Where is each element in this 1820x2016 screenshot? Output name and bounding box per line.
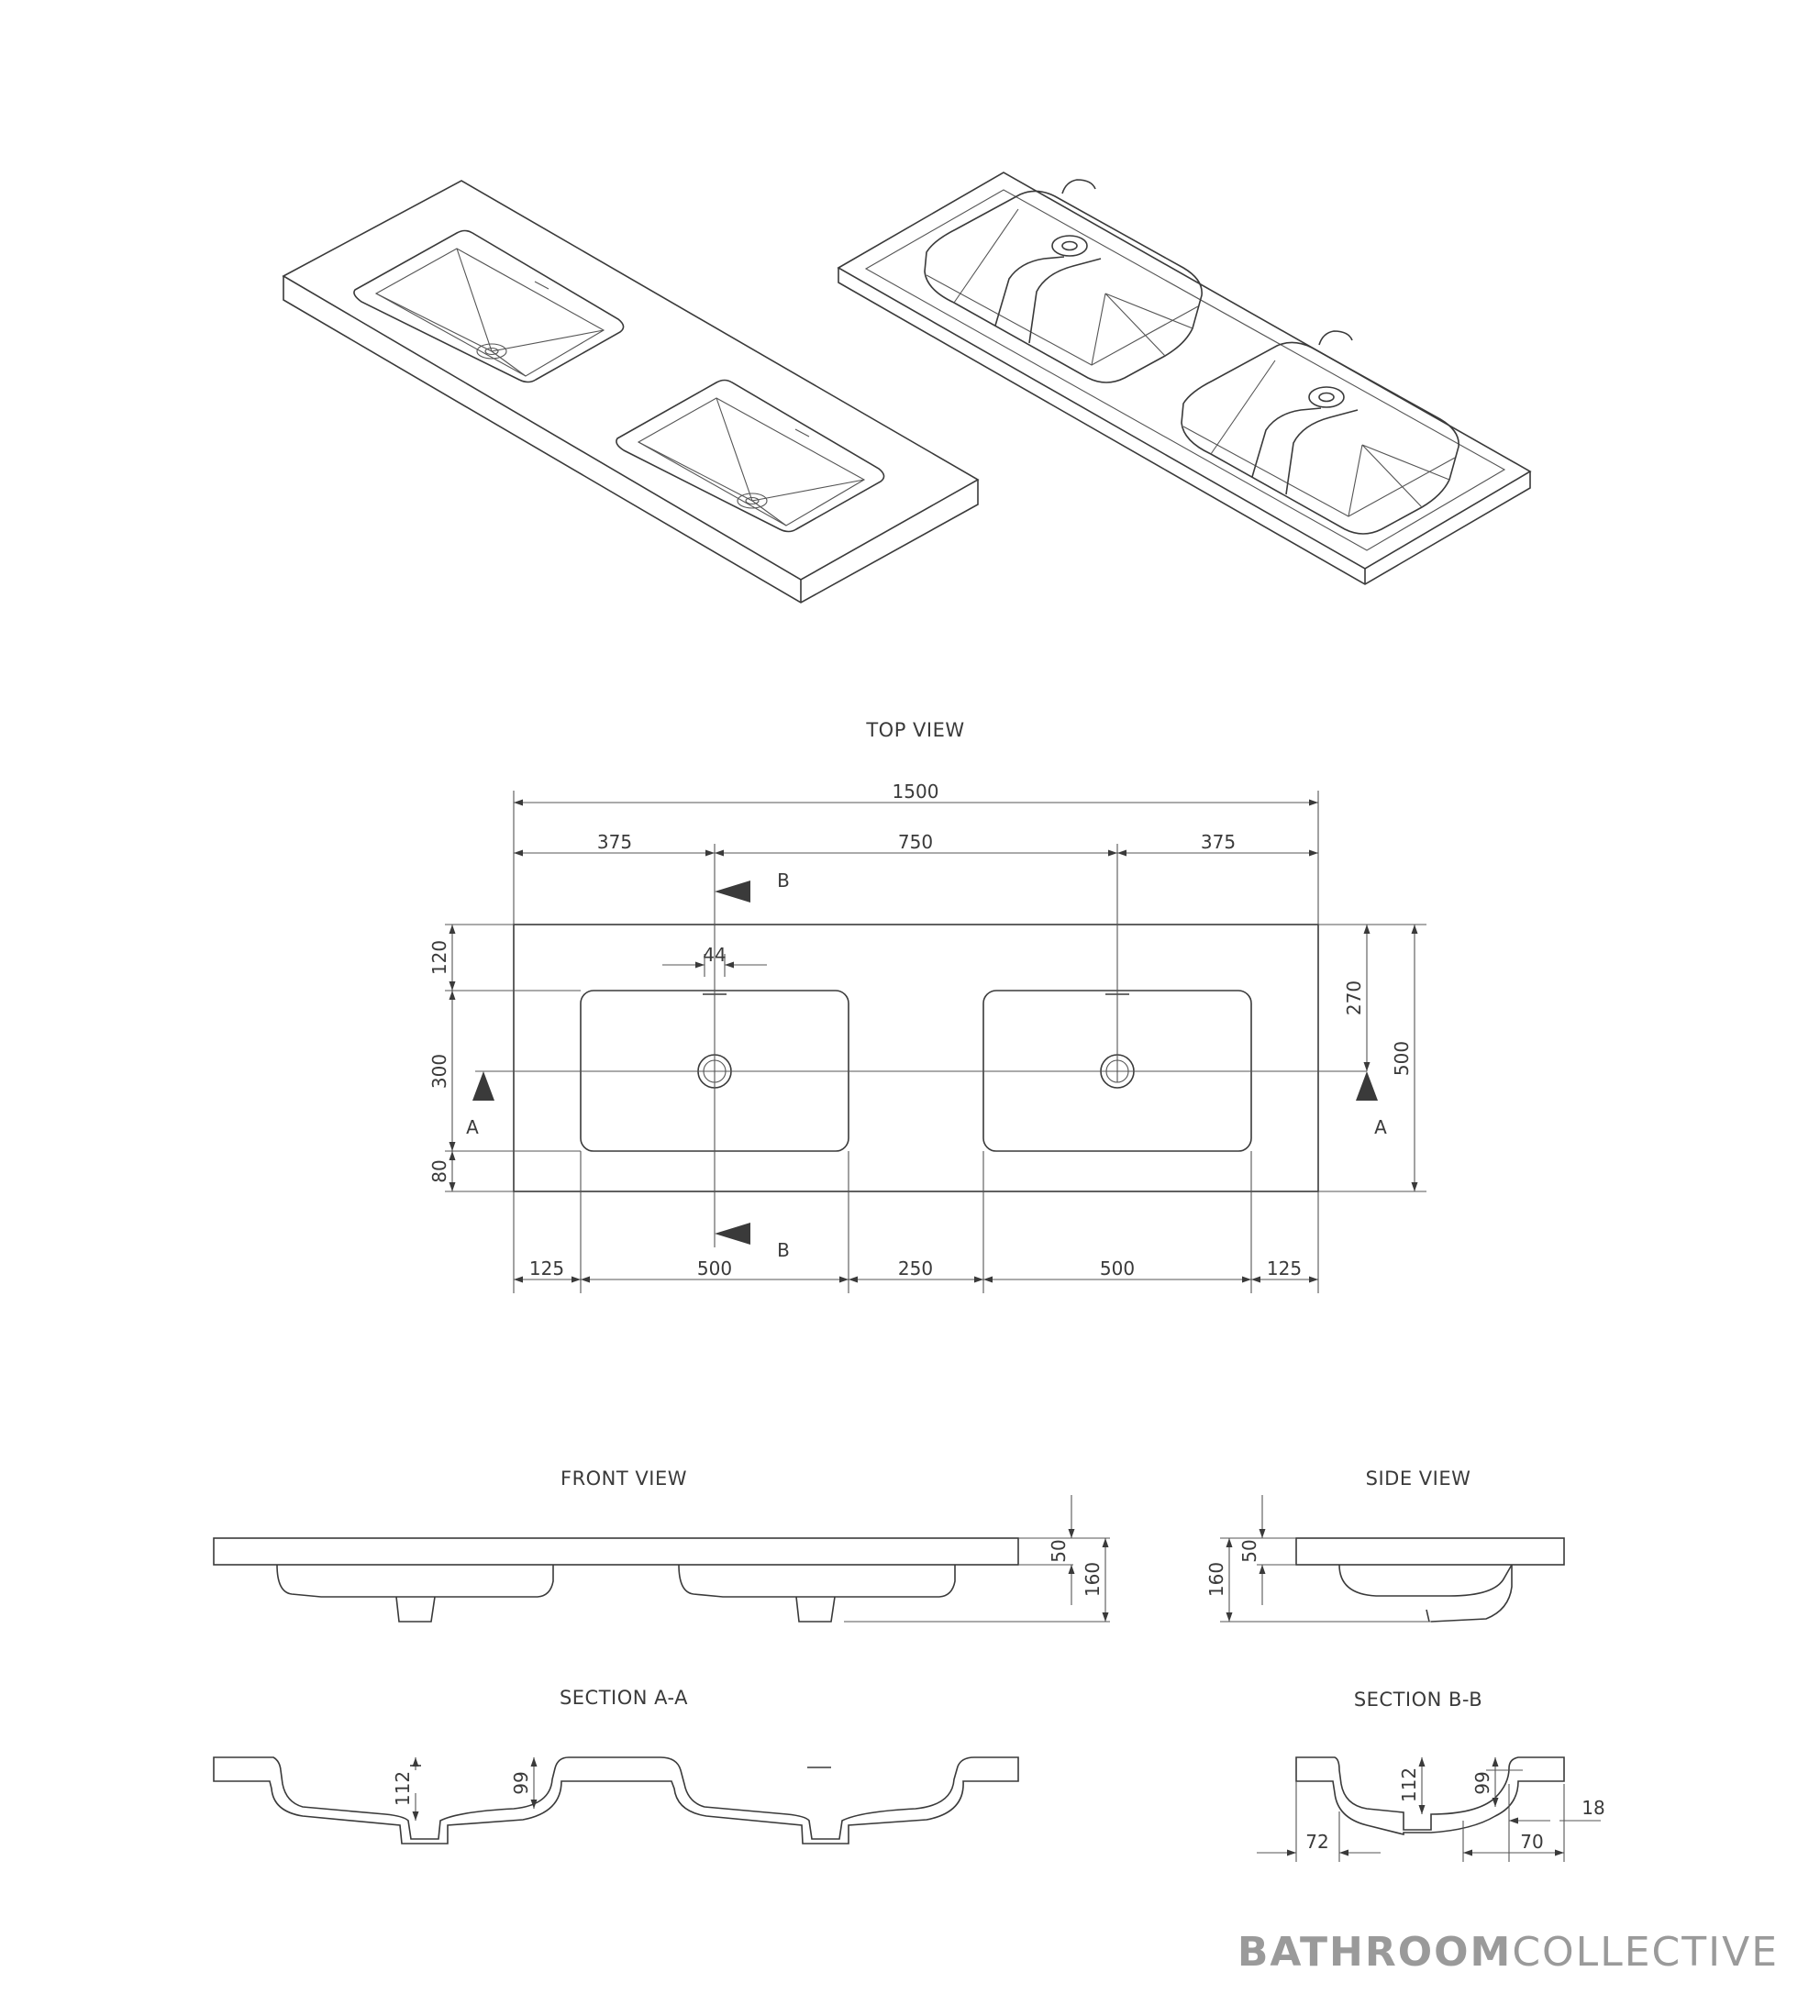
dim-section-aa-depth-2: 99 xyxy=(510,1771,532,1794)
dim-side-total: 160 xyxy=(1205,1562,1227,1597)
section-marker-b-top: B xyxy=(777,870,790,892)
dim-edge-left: 125 xyxy=(529,1257,564,1279)
front-view: 50 160 xyxy=(213,1495,1110,1623)
dim-bowl-depth: 300 xyxy=(428,1054,450,1089)
section-bb: 112 99 72 70 18 xyxy=(1257,1756,1605,1862)
dim-left-offset: 375 xyxy=(597,831,632,853)
front-view-title: FRONT VIEW xyxy=(560,1468,687,1490)
dim-top-margin: 120 xyxy=(428,940,450,975)
dim-section-bb-front: 70 xyxy=(1520,1831,1543,1853)
dim-bowl-gap: 250 xyxy=(898,1257,933,1279)
dim-bottom-margin: 80 xyxy=(428,1159,450,1182)
dim-centre-spacing: 750 xyxy=(898,831,933,853)
dim-section-bb-back: 72 xyxy=(1305,1831,1328,1853)
dim-section-bb-depth-2: 99 xyxy=(1471,1771,1493,1794)
dim-side-slab: 50 xyxy=(1238,1539,1260,1562)
section-marker-b-bottom: B xyxy=(777,1239,790,1261)
brand-logo-light: COLLECTIVE xyxy=(1512,1929,1779,1976)
isometric-view-underside xyxy=(837,172,1532,585)
dim-section-bb-depth-1: 112 xyxy=(1398,1767,1420,1802)
dim-section-aa-depth-1: 112 xyxy=(392,1771,414,1806)
dim-right-offset: 375 xyxy=(1201,831,1236,853)
section-bb-title: SECTION B-B xyxy=(1354,1689,1482,1711)
side-view-title: SIDE VIEW xyxy=(1366,1468,1471,1490)
dim-overall-length: 1500 xyxy=(893,781,939,803)
side-view: 50 160 xyxy=(1205,1495,1565,1623)
section-marker-a-right: A xyxy=(1374,1116,1387,1138)
section-aa: 112 99 xyxy=(213,1756,1019,1844)
section-marker-a-left: A xyxy=(466,1116,479,1138)
top-view-title: TOP VIEW xyxy=(865,719,964,741)
section-aa-title: SECTION A-A xyxy=(560,1687,688,1709)
top-view-plan: B B A A xyxy=(445,791,1426,1293)
top-view-dimensions: 1500 375 750 375 44 120 300 80 270 500 1… xyxy=(428,781,1418,1283)
dim-bowl-left: 500 xyxy=(697,1257,732,1279)
brand-logo-bold: BATHROOM xyxy=(1237,1929,1513,1976)
dim-tap-hole: 44 xyxy=(703,944,726,966)
dim-bowl-right: 500 xyxy=(1100,1257,1135,1279)
dim-section-bb-lip: 18 xyxy=(1581,1797,1604,1819)
isometric-view-vanity xyxy=(282,180,980,604)
dim-front-slab: 50 xyxy=(1048,1539,1070,1562)
dim-depth: 500 xyxy=(1391,1041,1413,1076)
dim-to-drain: 270 xyxy=(1343,980,1365,1015)
dim-front-total: 160 xyxy=(1082,1562,1104,1597)
brand-logo: BATHROOMCOLLECTIVE xyxy=(1237,1929,1779,1976)
dim-edge-right: 125 xyxy=(1267,1257,1302,1279)
